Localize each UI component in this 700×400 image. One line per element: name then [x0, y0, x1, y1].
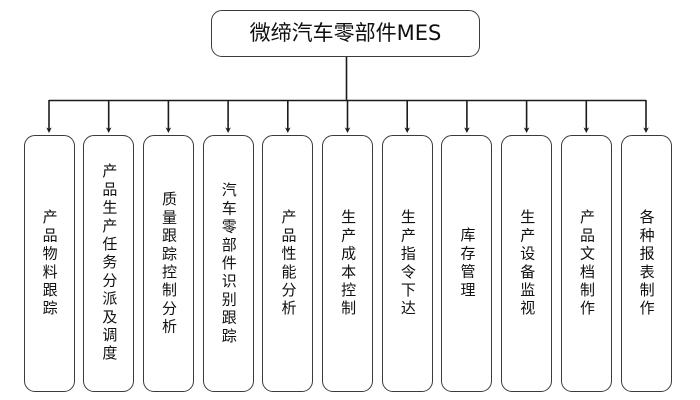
leaf-node-label: 产品文档制作: [577, 208, 596, 319]
leaf-node-label: 各种报表制作: [637, 208, 656, 319]
leaf-node-4[interactable]: 汽车零部件识别跟踪: [202, 135, 254, 392]
leaf-node-label: 质量跟踪控制分析: [160, 190, 179, 337]
leaf-node-label: 生产成本控制: [339, 208, 358, 319]
root-node[interactable]: 微缔汽车零部件MES: [211, 10, 480, 57]
leaf-node-3[interactable]: 质量跟踪控制分析: [142, 135, 194, 392]
leaf-node-8[interactable]: 库存管理: [441, 135, 493, 392]
leaf-node-1[interactable]: 产品物料跟踪: [23, 135, 75, 392]
leaf-node-10[interactable]: 产品文档制作: [560, 135, 612, 392]
leaf-node-label: 产品性能分析: [279, 208, 298, 319]
leaf-node-row: 产品物料跟踪 产品生产任务分派及调度 质量跟踪控制分析 汽车零部件识别跟踪 产品…: [0, 135, 700, 393]
leaf-node-9[interactable]: 生产设备监视: [501, 135, 553, 392]
leaf-node-5[interactable]: 产品性能分析: [262, 135, 314, 392]
leaf-node-7[interactable]: 生产指令下达: [381, 135, 433, 392]
leaf-node-6[interactable]: 生产成本控制: [322, 135, 373, 392]
root-node-label: 微缔汽车零部件MES: [249, 21, 442, 45]
leaf-node-label: 产品物料跟踪: [40, 208, 59, 319]
leaf-node-2[interactable]: 产品生产任务分派及调度: [83, 135, 135, 392]
leaf-node-label: 汽车零部件识别跟踪: [219, 181, 238, 346]
leaf-node-label: 库存管理: [458, 227, 477, 300]
leaf-node-label: 生产设备监视: [518, 208, 537, 319]
leaf-node-11[interactable]: 各种报表制作: [620, 135, 672, 392]
leaf-node-label: 产品生产任务分派及调度: [100, 163, 119, 364]
leaf-node-label: 生产指令下达: [398, 208, 417, 319]
